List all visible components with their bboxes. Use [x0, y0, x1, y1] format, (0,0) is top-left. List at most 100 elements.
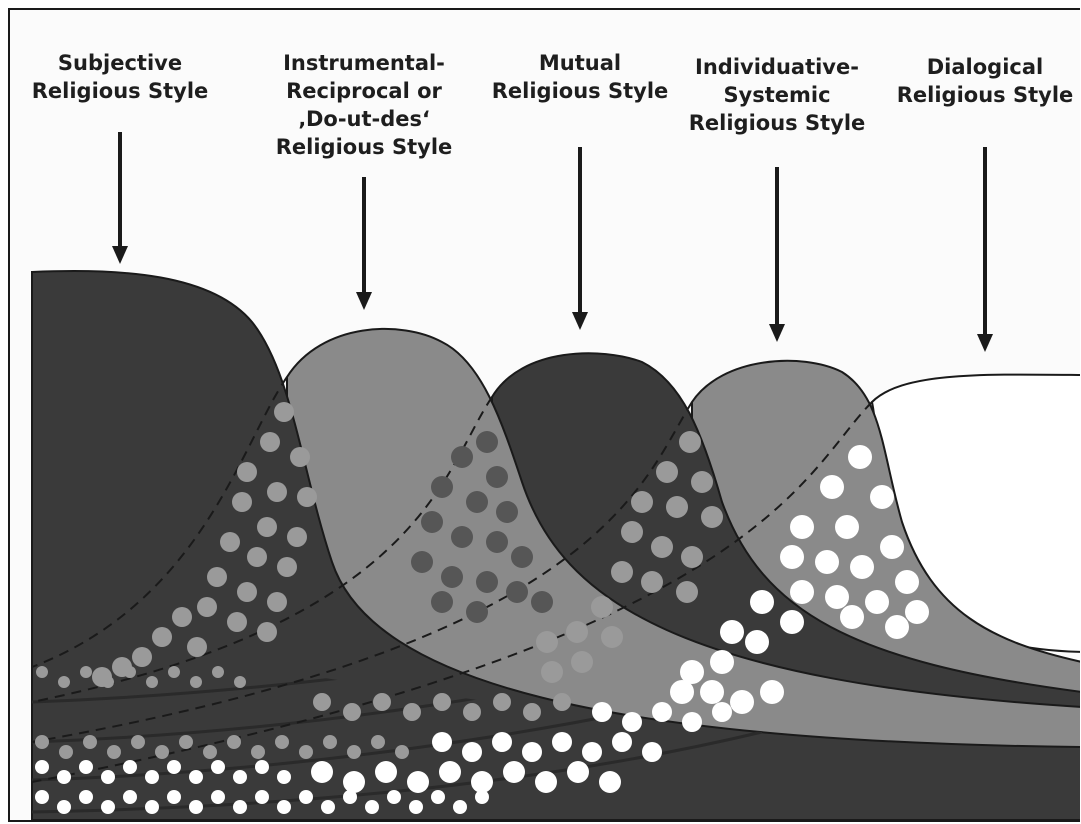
- dot-medium: [566, 621, 588, 643]
- dot-band: [35, 760, 49, 774]
- label-line: Religious Style: [492, 79, 669, 103]
- dot-light: [680, 660, 704, 684]
- dot-medium: [257, 622, 277, 642]
- dot-band: [102, 676, 114, 688]
- dot-light: [790, 580, 814, 604]
- dot-medium: [232, 492, 252, 512]
- dot-light: [745, 630, 769, 654]
- dot-dark: [421, 511, 443, 533]
- dot-band: [373, 693, 391, 711]
- dot-medium: [651, 536, 673, 558]
- dot-band: [431, 790, 445, 804]
- label-line: Religious Style: [276, 135, 453, 159]
- dot-medium: [679, 431, 701, 453]
- dot-band: [35, 790, 49, 804]
- dot-band: [79, 760, 93, 774]
- dot-medium: [287, 527, 307, 547]
- label-line: Reciprocal or: [286, 79, 442, 103]
- dot-medium: [681, 546, 703, 568]
- dot-dark: [431, 591, 453, 613]
- dot-medium: [701, 506, 723, 528]
- arrow-instrumental: [356, 177, 372, 310]
- dot-band: [475, 790, 489, 804]
- dot-dark: [466, 601, 488, 623]
- dot-band: [233, 800, 247, 814]
- dot-band: [433, 693, 451, 711]
- dot-band: [552, 732, 572, 752]
- dot-medium: [611, 561, 633, 583]
- dot-light: [870, 485, 894, 509]
- dot-band: [343, 703, 361, 721]
- dot-medium: [591, 596, 613, 618]
- dot-band: [471, 771, 493, 793]
- dot-band: [123, 760, 137, 774]
- dot-band: [535, 771, 557, 793]
- dot-band: [453, 800, 467, 814]
- dot-band: [101, 800, 115, 814]
- dot-band: [599, 771, 621, 793]
- dot-band: [403, 703, 421, 721]
- dot-light: [700, 680, 724, 704]
- dot-dark: [496, 501, 518, 523]
- dot-medium: [207, 567, 227, 587]
- dot-dark: [486, 531, 508, 553]
- dot-band: [553, 693, 571, 711]
- dot-band: [567, 761, 589, 783]
- dot-light: [790, 515, 814, 539]
- dot-dark: [476, 571, 498, 593]
- dot-band: [407, 771, 429, 793]
- dot-light: [750, 590, 774, 614]
- dot-band: [522, 742, 542, 762]
- dot-band: [255, 760, 269, 774]
- dot-band: [57, 800, 71, 814]
- dot-dark: [511, 546, 533, 568]
- dot-band: [155, 745, 169, 759]
- dot-medium: [621, 521, 643, 543]
- dot-band: [462, 742, 482, 762]
- dot-band: [124, 666, 136, 678]
- label-line: Religious Style: [689, 111, 866, 135]
- dot-medium: [197, 597, 217, 617]
- dot-band: [145, 800, 159, 814]
- dot-medium: [676, 581, 698, 603]
- dot-band: [682, 712, 702, 732]
- label-line: Religious Style: [897, 83, 1074, 107]
- arrow-individuative: [769, 167, 785, 342]
- dot-light: [905, 600, 929, 624]
- dot-dark: [506, 581, 528, 603]
- dot-band: [432, 732, 452, 752]
- dot-band: [582, 742, 602, 762]
- dot-medium: [691, 471, 713, 493]
- dot-band: [409, 800, 423, 814]
- dot-band: [80, 666, 92, 678]
- dot-band: [36, 666, 48, 678]
- dot-medium: [260, 432, 280, 452]
- label-line: Religious Style: [32, 79, 209, 103]
- dot-light: [780, 610, 804, 634]
- dot-dark: [441, 566, 463, 588]
- dot-band: [101, 770, 115, 784]
- dot-band: [146, 676, 158, 688]
- label-line: Individuative-: [695, 55, 859, 79]
- dot-light: [780, 545, 804, 569]
- dot-band: [35, 735, 49, 749]
- dot-dark: [431, 476, 453, 498]
- dot-light: [820, 475, 844, 499]
- dot-band: [299, 790, 313, 804]
- dot-band: [255, 790, 269, 804]
- dot-medium: [541, 661, 563, 683]
- dot-medium: [132, 647, 152, 667]
- dot-medium: [172, 607, 192, 627]
- dot-dark: [531, 591, 553, 613]
- dot-band: [492, 732, 512, 752]
- dot-medium: [656, 461, 678, 483]
- label-line: ‚Do-ut-des‘: [298, 107, 430, 131]
- dot-dark: [411, 551, 433, 573]
- dot-band: [439, 761, 461, 783]
- dot-band: [343, 771, 365, 793]
